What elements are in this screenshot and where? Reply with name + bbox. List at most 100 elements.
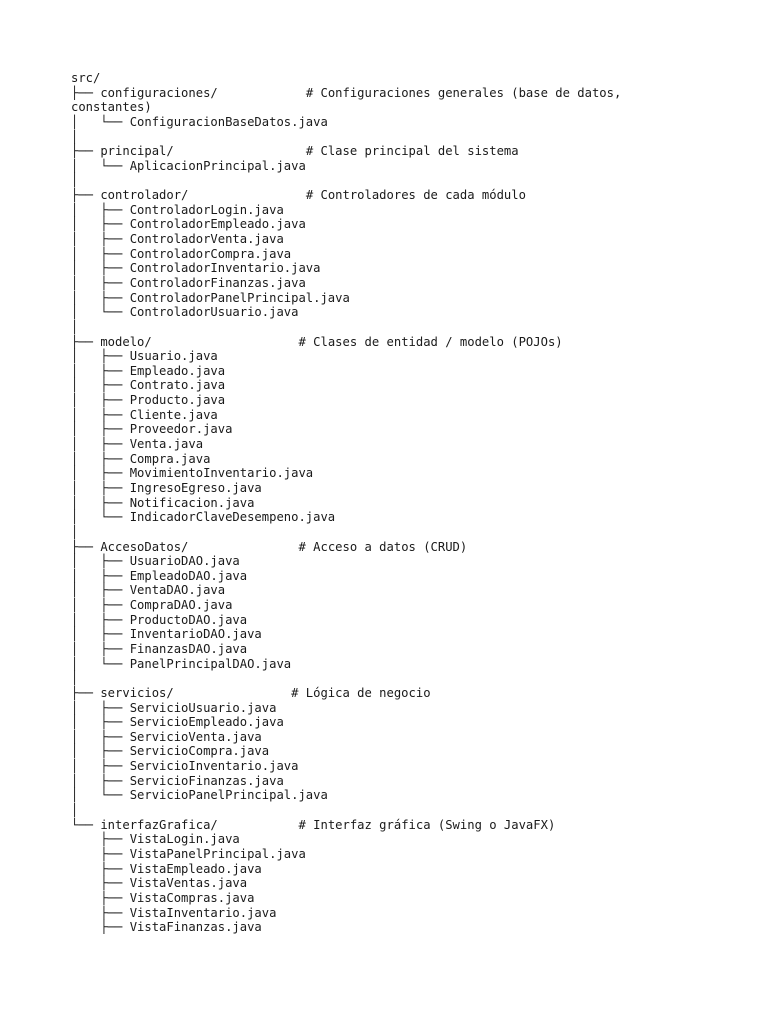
tree-entry: │ ├── Usuario.java [71,349,218,364]
tree-entry: │ └── AplicacionPrincipal.java [71,158,306,173]
tree-line: │ [71,320,751,335]
tree-entry: ├── VistaFinanzas.java [71,920,262,935]
tree-line: │ ├── ServicioCompra.java [71,744,751,759]
tree-entry: │ ├── Empleado.java [71,363,226,378]
tree-line: │ ├── ControladorPanelPrincipal.java [71,291,751,306]
tree-entry: │ ├── ControladorVenta.java [71,232,284,247]
tree-line: ├── VistaVentas.java [71,876,751,891]
tree-entry: ├── VistaEmpleado.java [71,861,262,876]
tree-entry: │ ├── ServicioInventario.java [71,759,299,774]
tree-line: │ ├── EmpleadoDAO.java [71,569,751,584]
tree-line: │ ├── ServicioInventario.java [71,759,751,774]
tree-line: src/ [71,71,751,86]
tree-line: │ ├── CompraDAO.java [71,598,751,613]
tree-entry: │ ├── Contrato.java [71,378,226,393]
tree-line: │ ├── Empleado.java [71,364,751,379]
tree-entry: │ └── ConfiguracionBaseDatos.java [71,114,328,129]
tree-entry: │ ├── ServicioVenta.java [71,729,262,744]
tree-entry: │ ├── ControladorInventario.java [71,261,321,276]
tree-comment: # Clases de entidad / modelo (POJOs) [298,334,563,349]
tree-entry: │ └── ServicioPanelPrincipal.java [71,788,328,803]
tree-line: ├── controlador/ # Controladores de cada… [71,188,751,203]
tree-entry: │ [71,129,79,144]
tree-line: ├── modelo/ # Clases de entidad / modelo… [71,335,751,350]
directory-tree: src/├── configuraciones/ # Configuracion… [71,71,751,935]
tree-line: │ ├── ServicioFinanzas.java [71,774,751,789]
tree-line: │ ├── ControladorInventario.java [71,261,751,276]
tree-entry: ├── AccesoDatos/ [71,539,299,554]
tree-entry: ├── servicios/ [71,685,292,700]
tree-comment: # Clase principal del sistema [305,144,519,159]
tree-entry: │ ├── FinanzasDAO.java [71,641,248,656]
tree-line: ├── AccesoDatos/ # Acceso a datos (CRUD) [71,540,751,555]
tree-line: ├── configuraciones/ # Configuraciones g… [71,86,751,101]
tree-entry: │ ├── ControladorEmpleado.java [71,217,306,232]
tree-entry: │ └── IndicadorClaveDesempeno.java [71,510,336,525]
tree-entry: │ └── ControladorUsuario.java [71,305,299,320]
tree-line: │ ├── IngresoEgreso.java [71,481,751,496]
tree-entry: │ ├── ServicioUsuario.java [71,700,277,715]
tree-entry: │ ├── ServicioEmpleado.java [71,715,284,730]
tree-line: ├── VistaPanelPrincipal.java [71,847,751,862]
tree-entry: │ [71,524,79,539]
tree-entry: │ ├── ControladorFinanzas.java [71,275,306,290]
tree-line: │ ├── Cliente.java [71,408,751,423]
tree-entry: │ ├── Compra.java [71,451,211,466]
tree-entry: │ ├── Producto.java [71,393,226,408]
tree-comment: # Controladores de cada módulo [305,188,526,203]
tree-line: │ [71,803,751,818]
tree-line: constantes) [71,100,751,115]
tree-entry: │ ├── Venta.java [71,437,204,452]
tree-entry: │ ├── MovimientoInventario.java [71,466,314,481]
tree-entry: │ └── PanelPrincipalDAO.java [71,656,292,671]
tree-entry: │ ├── ProductoDAO.java [71,612,248,627]
tree-line: ├── VistaFinanzas.java [71,920,751,935]
tree-line: ├── VistaLogin.java [71,832,751,847]
tree-line: │ [71,173,751,188]
tree-entry: │ ├── ControladorPanelPrincipal.java [71,290,350,305]
tree-entry: │ ├── ServicioFinanzas.java [71,773,284,788]
tree-entry: │ ├── ControladorLogin.java [71,202,284,217]
tree-entry: ├── configuraciones/ [71,85,306,100]
tree-line: │ └── IndicadorClaveDesempeno.java [71,510,751,525]
tree-line: ├── VistaEmpleado.java [71,862,751,877]
tree-entry: │ ├── ControladorCompra.java [71,246,292,261]
tree-entry: ├── VistaCompras.java [71,890,255,905]
tree-comment: # Acceso a datos (CRUD) [298,539,468,554]
tree-line: │ └── ControladorUsuario.java [71,305,751,320]
tree-line: │ [71,525,751,540]
tree-line: ├── VistaInventario.java [71,906,751,921]
tree-line: │ ├── ControladorVenta.java [71,232,751,247]
tree-line: │ ├── ControladorFinanzas.java [71,276,751,291]
tree-line: │ [71,671,751,686]
tree-line: │ ├── ServicioUsuario.java [71,701,751,716]
tree-line: │ ├── ControladorLogin.java [71,203,751,218]
tree-entry: ├── VistaVentas.java [71,876,248,891]
tree-line: └── interfazGrafica/ # Interfaz gráfica … [71,818,751,833]
tree-entry: │ ├── Proveedor.java [71,422,233,437]
tree-entry: ├── VistaInventario.java [71,905,277,920]
tree-entry: ├── VistaLogin.java [71,832,240,847]
tree-entry: │ ├── CompraDAO.java [71,598,233,613]
tree-entry: └── interfazGrafica/ [71,817,299,832]
tree-line: │ ├── ServicioVenta.java [71,730,751,745]
tree-line: │ └── AplicacionPrincipal.java [71,159,751,174]
tree-line: │ ├── Notificacion.java [71,496,751,511]
tree-entry: src/ [71,71,101,85]
tree-entry: │ ├── ServicioCompra.java [71,744,270,759]
tree-entry: │ ├── Notificacion.java [71,495,255,510]
tree-entry: │ ├── UsuarioDAO.java [71,554,240,569]
tree-entry: ├── modelo/ [71,334,299,349]
tree-comment: # Configuraciones generales (base de dat… [305,85,622,100]
tree-entry: ├── VistaPanelPrincipal.java [71,846,306,861]
tree-line: │ ├── Compra.java [71,452,751,467]
tree-comment: # Lógica de negocio [291,685,431,700]
tree-line: │ ├── VentaDAO.java [71,583,751,598]
tree-line: ├── VistaCompras.java [71,891,751,906]
tree-line: │ └── ServicioPanelPrincipal.java [71,788,751,803]
tree-line: ├── servicios/ # Lógica de negocio [71,686,751,701]
tree-entry: ├── controlador/ [71,188,306,203]
tree-line: │ ├── ServicioEmpleado.java [71,715,751,730]
tree-line: │ └── ConfiguracionBaseDatos.java [71,115,751,130]
tree-line: │ ├── Proveedor.java [71,422,751,437]
